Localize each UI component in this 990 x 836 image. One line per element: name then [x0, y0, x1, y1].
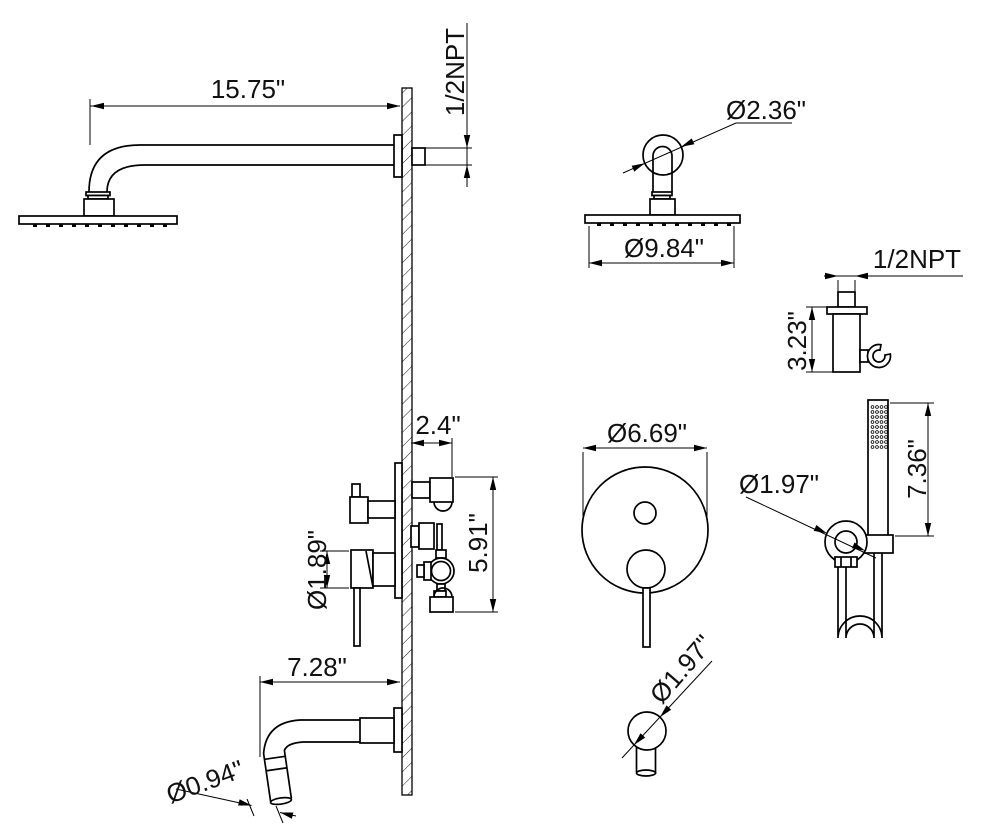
wall-section: [401, 87, 413, 796]
dim-label-ring-diameter: Ø1.97": [739, 469, 819, 499]
dim-label-arm-npt: 1/2NPT: [440, 28, 470, 116]
diverter-button: [633, 501, 657, 525]
spout-wall-flange: [393, 707, 403, 753]
valve-top-port: [429, 477, 454, 503]
mixer-valve-assembly: [349, 462, 455, 647]
dim-label-valve-depth: 2.4": [415, 410, 460, 440]
tub-spout-installed: [262, 707, 403, 806]
spout-outlet: [269, 796, 293, 806]
dim-label-elbow-npt: 1/2NPT: [873, 244, 961, 274]
hose-nut: [834, 556, 858, 568]
handle-knob-detail: [627, 711, 667, 777]
diverter-knob-side: [349, 496, 369, 524]
hand-shower-cradle: [866, 343, 892, 369]
hose-outer: [837, 553, 883, 639]
dim-label-wand-length: 7.36": [902, 439, 932, 499]
wall-supply-elbow-detail: [826, 291, 892, 373]
shower-head-detail: [584, 134, 741, 226]
nozzle-ticks: [597, 223, 731, 226]
rain-shower-head-installed: [18, 191, 178, 227]
dim-label-knob-diameter: Ø1.97": [644, 629, 719, 709]
dim-label-spout-length: 7.28": [287, 652, 347, 682]
dim-label-head-connector: Ø2.36": [726, 95, 806, 125]
shower-arm: [88, 134, 426, 193]
handle-lever-side: [353, 587, 361, 647]
arm-wall-flange: [393, 134, 403, 178]
trim-plate-side: [394, 462, 403, 599]
hand-shower-detail: [824, 399, 894, 639]
dim-label-head-diameter: Ø9.84": [624, 233, 704, 263]
dim-label-valve-height: 5.91": [463, 513, 493, 573]
arm-npt-stub: [411, 147, 426, 166]
elbow-npt-stub: [837, 291, 856, 308]
dim-label-handle-diameter-side: Ø1.89": [302, 530, 332, 610]
dim-label-trim-diameter: Ø6.69": [607, 418, 687, 448]
valve-bottom-port: [429, 596, 454, 613]
dim-label-spout-diameter: Ø0.94": [162, 754, 247, 810]
dim-label-arm-length: 15.75": [211, 74, 285, 104]
handle-hub: [626, 549, 666, 589]
dim-label-elbow-height: 3.23": [782, 311, 812, 371]
dimensions: 15.75" 1/2NPT Ø2.36" Ø9.84" 1/2NPT 3.23"…: [89, 23, 963, 824]
handle-lever-front: [642, 587, 651, 648]
nozzle-ticks: [33, 224, 167, 227]
valve-trim-detail: [581, 466, 709, 648]
spray-face-dots: [870, 405, 888, 449]
hose-inner: [845, 553, 875, 639]
